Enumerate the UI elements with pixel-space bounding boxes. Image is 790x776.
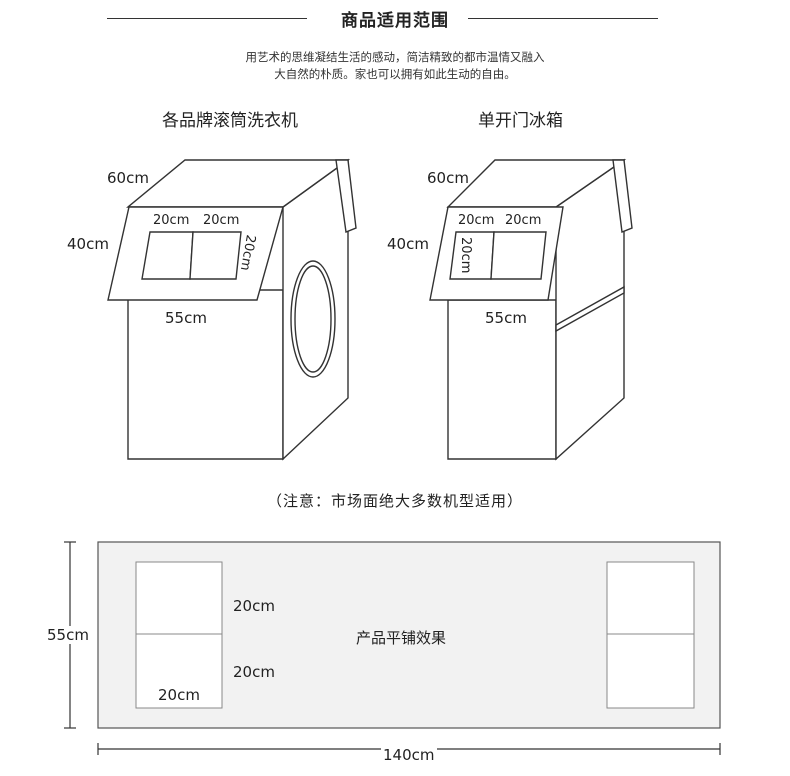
flat-pocket-right-bottom xyxy=(606,633,695,709)
header-rule-left xyxy=(107,18,307,19)
flat-pocket-width: 20cm xyxy=(158,686,200,704)
washer-caption: 各品牌滚筒洗衣机 xyxy=(162,111,298,131)
fridge-pocket-width-1: 20cm xyxy=(458,213,495,228)
washer-pocket-left xyxy=(141,231,194,280)
intro-line-1: 用艺术的思维凝结生活的感动，简洁精致的都市温情又融入 xyxy=(245,50,545,64)
flat-width-label: 140cm xyxy=(381,746,437,764)
fridge-pocket-height: 20cm xyxy=(458,237,473,274)
fridge-depth-label: 60cm xyxy=(427,169,469,187)
flat-illustration xyxy=(64,541,721,755)
flat-pocket-height-top: 20cm xyxy=(233,597,275,615)
washer-height-label: 40cm xyxy=(67,235,109,253)
fridge-door-seam xyxy=(555,285,625,333)
washer-width-label: 55cm xyxy=(165,309,207,327)
fridge-width-label: 55cm xyxy=(485,309,527,327)
washer-body-side xyxy=(282,158,349,461)
washer-door-inner xyxy=(294,265,332,373)
fridge-illustration xyxy=(429,158,633,461)
fridge-pocket-width-2: 20cm xyxy=(505,213,542,228)
washer-pocket-width-1: 20cm xyxy=(153,213,190,228)
fridge-caption: 单开门冰箱 xyxy=(478,111,563,131)
washer-back-flap xyxy=(335,159,357,233)
intro-line-2: 大自然的朴质。家也可以拥有如此生动的自由。 xyxy=(274,67,516,81)
washer-door xyxy=(290,260,336,378)
header-rule-right xyxy=(468,18,658,19)
fridge-back-flap xyxy=(612,159,633,233)
washer-pocket-right xyxy=(189,231,242,280)
washer-depth-label: 60cm xyxy=(107,169,149,187)
washer-pocket-width-2: 20cm xyxy=(203,213,240,228)
flat-height-label: 55cm xyxy=(47,626,89,644)
flat-pocket-left-top xyxy=(135,561,223,635)
washer-illustration xyxy=(107,158,357,461)
compatibility-note: （注意：市场面绝大多数机型适用） xyxy=(266,492,523,510)
flat-pocket-height-bottom: 20cm xyxy=(233,663,275,681)
flat-pocket-left-bottom xyxy=(135,633,223,709)
flat-pocket-right-top xyxy=(606,561,695,635)
page-title: 商品适用范围 xyxy=(341,11,449,31)
fridge-height-label: 40cm xyxy=(387,235,429,253)
fridge-pocket-right xyxy=(490,231,547,280)
flat-center-label: 产品平铺效果 xyxy=(356,629,447,647)
